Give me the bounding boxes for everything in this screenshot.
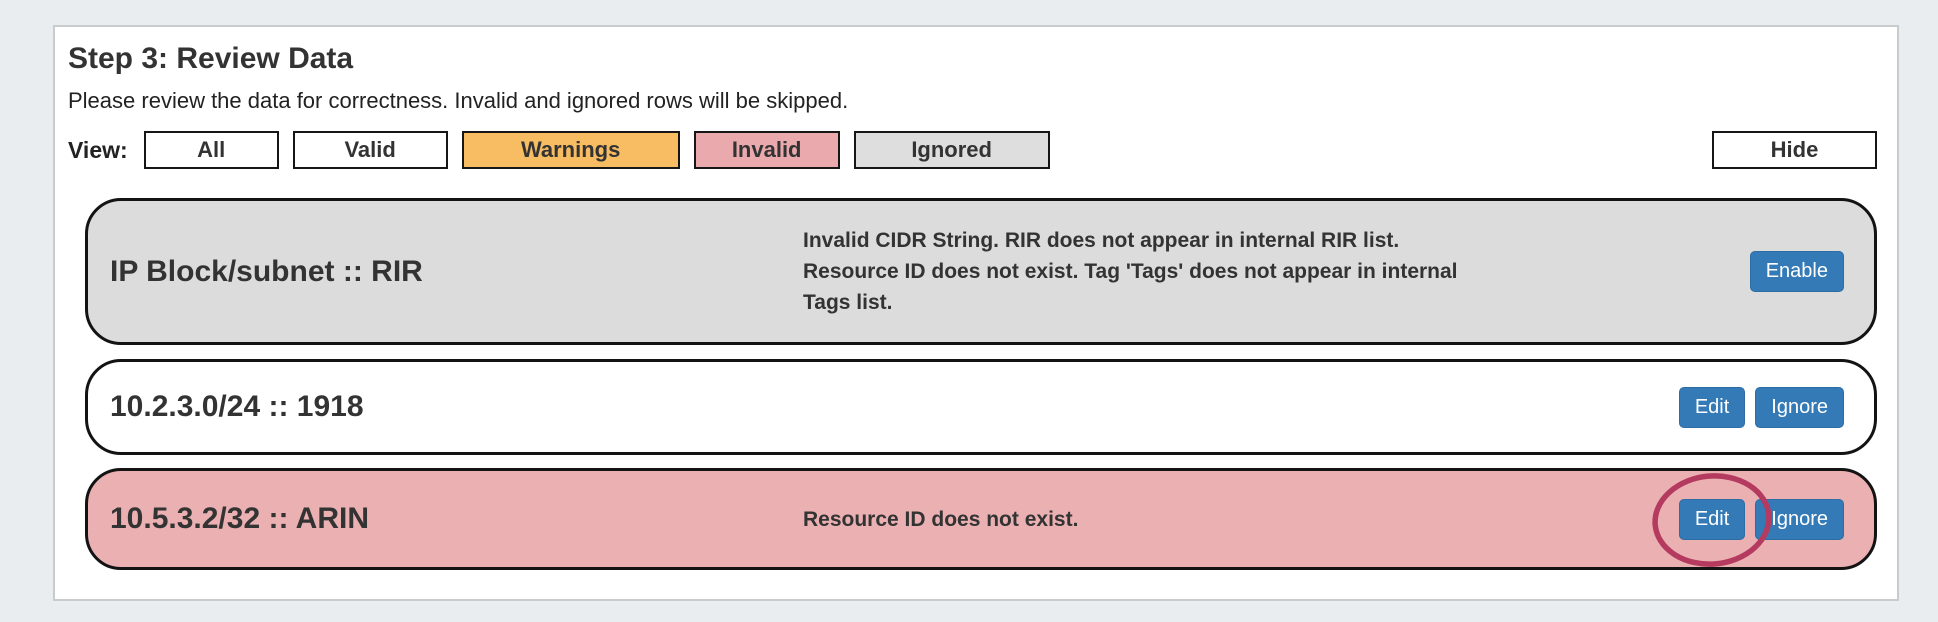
ignore-button[interactable]: Ignore — [1755, 498, 1844, 540]
filter-invalid-button[interactable]: Invalid — [693, 131, 840, 169]
ignore-button[interactable]: Ignore — [1755, 386, 1844, 428]
row-title: 10.2.3.0/24 :: 1918 — [110, 390, 364, 423]
row-actions: Edit Ignore — [1652, 472, 1844, 567]
review-row-ignored: IP Block/subnet :: RIR Invalid CIDR Stri… — [85, 198, 1877, 345]
filter-all-button[interactable]: All — [143, 131, 279, 169]
view-filter-bar: View: All Valid Warnings Invalid Ignored… — [68, 131, 1877, 169]
filter-warnings-button[interactable]: Warnings — [461, 131, 680, 169]
row-validation-message: Invalid CIDR String. RIR does not appear… — [803, 229, 1458, 314]
filter-valid-button[interactable]: Valid — [292, 131, 448, 169]
view-label: View: — [68, 136, 128, 163]
edit-button[interactable]: Edit — [1678, 498, 1746, 540]
row-title: IP Block/subnet :: RIR — [110, 254, 423, 288]
filter-ignored-button[interactable]: Ignored — [853, 131, 1050, 169]
enable-button[interactable]: Enable — [1749, 251, 1844, 292]
edit-button[interactable]: Edit — [1678, 386, 1746, 428]
row-actions: Enable — [1749, 251, 1844, 292]
review-row-invalid: 10.5.3.2/32 :: ARIN Resource ID does not… — [85, 468, 1877, 570]
review-row-valid: 10.2.3.0/24 :: 1918 Edit Ignore — [85, 359, 1877, 455]
row-title: 10.5.3.2/32 :: ARIN — [110, 502, 369, 535]
row-actions: Edit Ignore — [1678, 386, 1844, 428]
hide-button[interactable]: Hide — [1712, 131, 1877, 169]
page-title: Step 3: Review Data — [68, 42, 354, 75]
page-subtitle: Please review the data for correctness. … — [68, 88, 849, 113]
row-validation-message: Resource ID does not exist. — [803, 507, 1079, 531]
